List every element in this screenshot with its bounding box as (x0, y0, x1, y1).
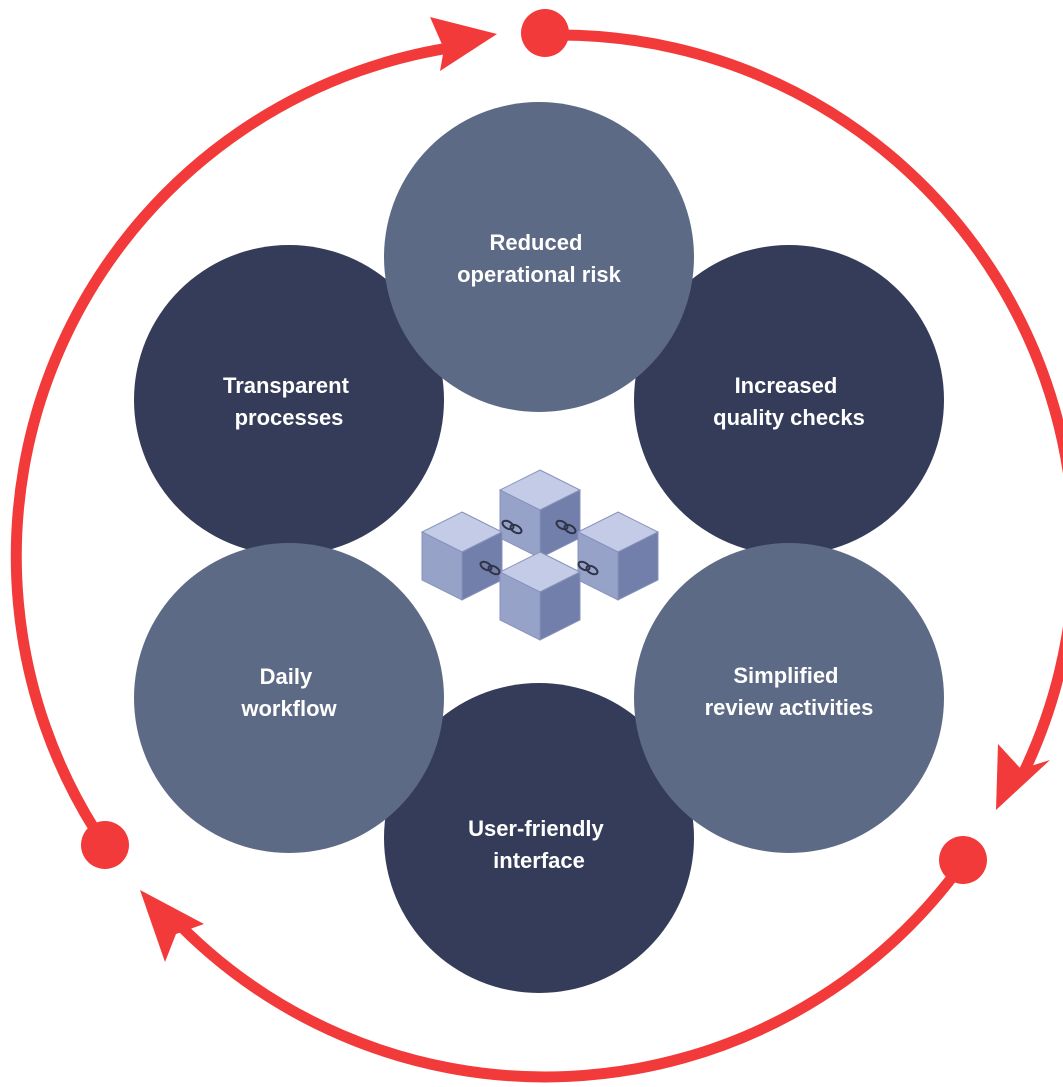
node-label-line-1: Increased (735, 373, 838, 398)
node-daily-workflow: Daily workflow (134, 543, 444, 853)
node-simplified-review-activities: Simplified review activities (634, 543, 944, 853)
chain-link (487, 564, 501, 576)
cube-bottom-block (498, 551, 582, 641)
chain-link-bottom-left-icon (479, 560, 501, 576)
cube-right (617, 531, 659, 601)
node-label-line-2: workflow (240, 696, 337, 721)
chain-link (479, 560, 493, 572)
chain-link (555, 519, 569, 531)
node-label-line-2: review activities (705, 695, 874, 720)
cycle-arc-bottom (164, 874, 956, 1083)
node-label-line-1: User-friendly (468, 816, 604, 841)
node-label: Transparent processes (223, 373, 355, 430)
chain-link (501, 519, 515, 531)
cube-right-block (576, 511, 660, 601)
cycle-arrowhead-left-icon (140, 890, 204, 962)
cube-left-block (420, 511, 504, 601)
node-label: Reduced operational risk (457, 230, 622, 287)
cube-right (539, 571, 581, 641)
cycle-dot-left (81, 821, 129, 869)
node-circle (634, 543, 944, 853)
chain-link-top-right-icon (555, 519, 577, 535)
node-label-line-1: Transparent (223, 373, 350, 398)
chain-link (585, 564, 599, 576)
node-label-line-2: interface (493, 848, 585, 873)
node-transparent-processes: Transparent processes (134, 245, 444, 555)
node-label-line-2: processes (235, 405, 344, 430)
cycle-arrowhead-right-icon (996, 744, 1050, 810)
linked-blocks-icon (420, 469, 660, 641)
node-user-friendly-interface: User-friendly interface (384, 683, 694, 993)
node-increased-quality-checks: Increased quality checks (634, 245, 944, 555)
cycle-ring (10, 9, 1063, 1083)
node-label-line-1: Reduced (489, 230, 582, 255)
cycle-arc-left-top (10, 39, 476, 836)
chain-link (509, 523, 523, 535)
node-circle (134, 245, 444, 555)
cycle-arrowhead-top-icon (430, 17, 497, 71)
cube-top-block (498, 469, 582, 559)
chain-link-top-left-icon (501, 519, 523, 535)
cycle-dot-top (521, 9, 569, 57)
chain-link (577, 560, 591, 572)
chain-link-bottom-right-icon (577, 560, 599, 576)
node-circle (384, 102, 694, 412)
node-label: Increased quality checks (713, 373, 865, 430)
chain-link (563, 523, 577, 535)
node-circle (634, 245, 944, 555)
cycle-arc-top-right (554, 29, 1063, 786)
node-label: Simplified review activities (705, 663, 874, 720)
node-label: Daily workflow (240, 664, 337, 721)
cycle-dot-right (939, 836, 987, 884)
node-label-line-2: operational risk (457, 262, 622, 287)
node-circle (384, 683, 694, 993)
node-label-line-1: Daily (260, 664, 313, 689)
node-circle (134, 543, 444, 853)
node-label: User-friendly interface (468, 816, 610, 873)
node-label-line-1: Simplified (733, 663, 838, 688)
node-reduced-operational-risk: Reduced operational risk (384, 102, 694, 412)
node-label-line-2: quality checks (713, 405, 865, 430)
